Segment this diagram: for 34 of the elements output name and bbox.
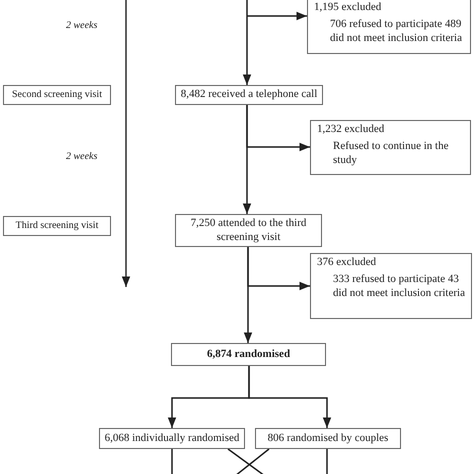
exclusion-box — [307, 0, 471, 54]
arrow — [247, 12, 307, 20]
arrow — [248, 366, 332, 428]
process-box — [3, 216, 111, 236]
box-text: Second screening visit — [12, 88, 102, 102]
process-box — [99, 428, 245, 449]
duration-label: 2 weeks — [66, 20, 98, 31]
connector-line — [326, 449, 328, 474]
box-text: 706 refused to participate 489 did not meet inclusion criteria — [329, 18, 463, 46]
arrow — [242, 0, 252, 85]
box-text: 7,250 attended to the third screening visit — [190, 216, 308, 244]
process-box — [175, 85, 323, 105]
connector-line — [228, 448, 266, 474]
exclusion-box — [310, 120, 471, 175]
connector-line — [171, 449, 173, 474]
box-text: Third screening visit — [16, 220, 98, 232]
box-heading: 1,195 excluded — [314, 1, 382, 15]
process-box — [171, 343, 326, 366]
process-box — [175, 214, 322, 247]
process-box — [3, 85, 111, 105]
connector-line — [234, 448, 270, 474]
box-text: Refused to continue in the study — [332, 140, 450, 168]
box-text: 6,068 individually randomised — [104, 432, 240, 446]
duration-label: 2 weeks — [66, 151, 98, 162]
box-heading: 376 excluded — [317, 256, 376, 270]
exclusion-box — [310, 253, 472, 319]
box-text: 333 refused to participate 43 did not meet inclusion criteria — [332, 272, 465, 300]
arrow — [242, 105, 252, 214]
box-text: 6,874 randomised — [206, 348, 290, 362]
process-box — [255, 428, 401, 449]
box-text: 8,482 received a telephone call — [180, 88, 318, 102]
arrow — [244, 247, 252, 343]
box-text: 806 randomised by couples — [268, 432, 388, 446]
box-heading: 1,232 excluded — [317, 123, 384, 137]
